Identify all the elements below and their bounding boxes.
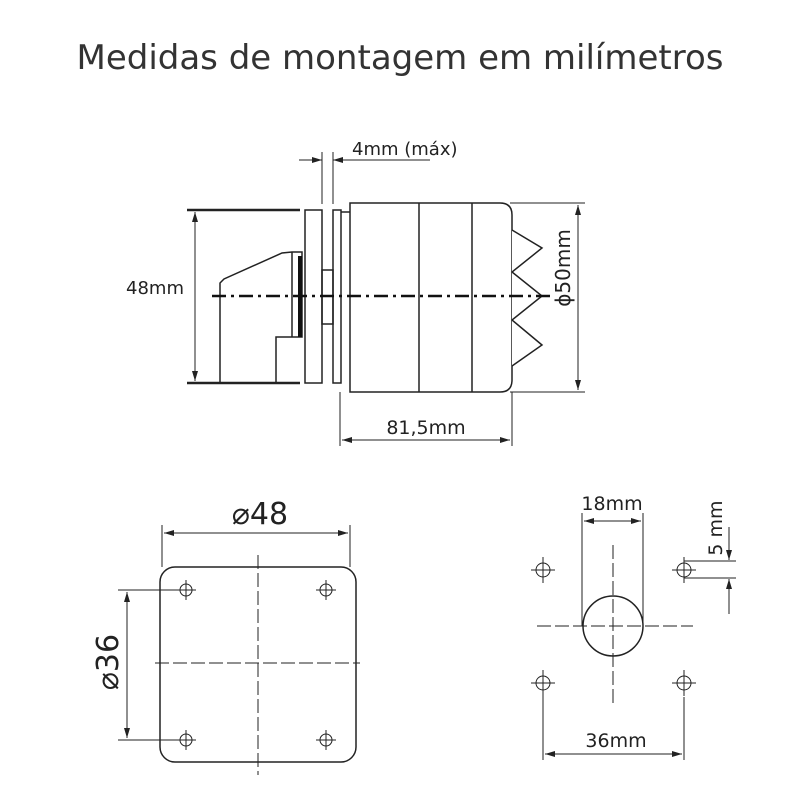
page-title: Medidas de montagem em milímetros <box>76 38 724 78</box>
hole-diameter-label: 18mm <box>581 493 642 515</box>
front-plate-view: ⌀48 ⌀36 <box>91 497 360 775</box>
height-label: 48mm <box>126 278 184 299</box>
panel-thickness-label: 4mm (máx) <box>352 139 458 160</box>
plate-width-label: ⌀48 <box>232 497 288 532</box>
plate-hole-spacing-label: ⌀36 <box>91 634 126 690</box>
depth-label: 81,5mm <box>386 417 465 439</box>
mounting-hole-label: 5 mm <box>705 500 727 555</box>
hole-spacing-label: 36mm <box>585 730 646 752</box>
diameter-label: ϕ50mm <box>551 229 575 307</box>
side-view: 48mm 4mm (máx) ϕ50mm 81,5mm <box>126 139 585 446</box>
panel-cutout-view: 18mm 5 mm 36mm <box>531 493 736 760</box>
